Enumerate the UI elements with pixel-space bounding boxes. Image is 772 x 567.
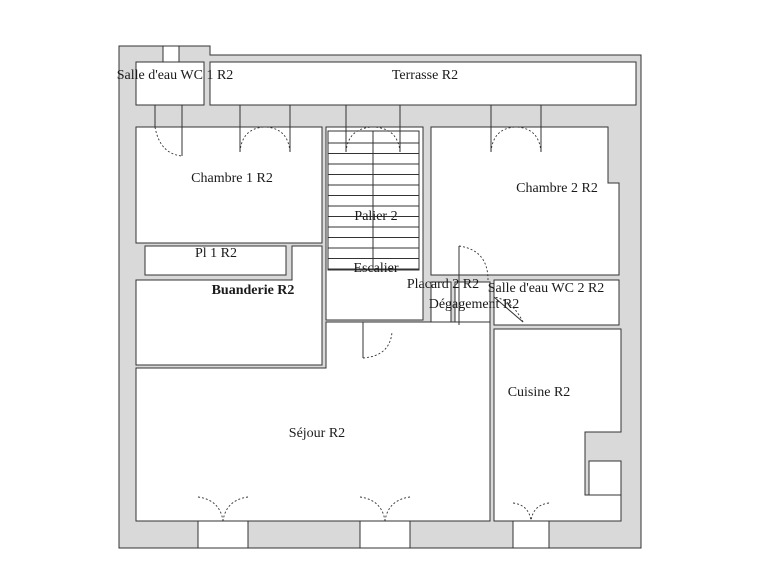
buanderie-room [135, 245, 323, 366]
room-label-escalier: Escalier [353, 261, 398, 276]
room-label-degagement: Dégagement R2 [429, 297, 520, 312]
chambre-2-room [430, 126, 620, 276]
room-label-chambre-2: Chambre 2 R2 [516, 181, 598, 196]
room-label-salle-eau-wc-2: Salle d'eau WC 2 R2 [488, 281, 605, 296]
room-label-buanderie: Buanderie R2 [212, 283, 295, 298]
salle-eau-wc-1-window [162, 45, 180, 63]
room-label-placard-2: Placard 2 R2 [407, 277, 479, 292]
room-label-palier: Palier 2 [354, 209, 397, 224]
terrasse-room [209, 61, 637, 106]
sejour-window-left [197, 520, 249, 549]
room-label-sejour: Séjour R2 [289, 426, 345, 441]
doors [154, 105, 550, 522]
salle-eau-wc-1-room [135, 61, 205, 106]
cuisine-counter [588, 460, 622, 496]
chambre-1-room [135, 126, 323, 244]
room-label-cuisine: Cuisine R2 [508, 385, 571, 400]
room-label-terrasse: Terrasse R2 [392, 68, 458, 83]
room-label-pl-1: Pl 1 R2 [195, 246, 237, 261]
salle-eau-wc-2-room [493, 279, 620, 326]
degagement-room [454, 281, 491, 329]
cuisine-window [512, 520, 550, 549]
pl-1-room [144, 245, 287, 276]
sejour-room [135, 321, 491, 522]
room-label-chambre-1: Chambre 1 R2 [191, 171, 273, 186]
sejour-window-right [359, 520, 411, 549]
room-label-salle-eau-wc-1: Salle d'eau WC 1 R2 [117, 68, 234, 83]
